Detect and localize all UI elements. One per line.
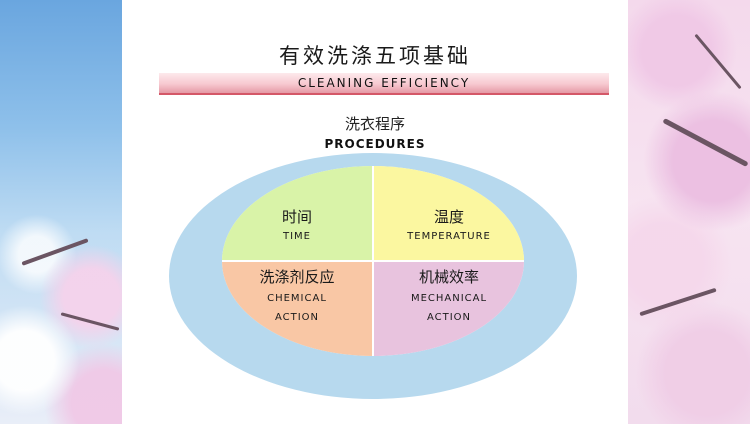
left-blossom-background [0, 0, 122, 424]
subtitle-text: CLEANING EFFICIENCY [297, 76, 471, 90]
quadrant-mechanical-en-2: ACTION [426, 312, 472, 323]
quadrant-temperature: 温度 TEMPERATURE [374, 166, 524, 260]
quadrant-chemical-en-2: ACTION [274, 312, 320, 323]
quadrant-circle: 时间 TIME 温度 TEMPERATURE 洗涤剂反应 CHEMICAL AC… [222, 166, 524, 356]
subtitle-banner [159, 73, 609, 93]
procedures-label-cn: 洗衣程序 [344, 115, 405, 133]
quadrant-chemical: 洗涤剂反应 CHEMICAL ACTION [222, 262, 372, 356]
quadrant-time: 时间 TIME [222, 166, 372, 260]
banner-underline [159, 93, 609, 95]
right-blossom-background [628, 0, 750, 424]
slide-title: 有效洗涤五项基础 [279, 44, 471, 68]
quadrant-mechanical-cn: 机械效率 [418, 268, 479, 286]
quadrant-mechanical-en-1: MECHANICAL [410, 293, 488, 304]
quadrant-temperature-en: TEMPERATURE [407, 231, 491, 242]
quadrant-chemical-en-1: CHEMICAL [267, 293, 327, 304]
quadrant-time-cn: 时间 [281, 208, 312, 226]
quadrant-time-en: TIME [282, 231, 311, 242]
quadrant-temperature-cn: 温度 [433, 208, 464, 226]
procedures-label-en: PROCEDURES [324, 137, 426, 151]
slide-canvas: 有效洗涤五项基础 CLEANING EFFICIENCY 洗衣程序 PROCED… [122, 0, 628, 424]
quadrant-mechanical: 机械效率 MECHANICAL ACTION [374, 262, 524, 356]
quadrant-chemical-cn: 洗涤剂反应 [259, 268, 335, 286]
